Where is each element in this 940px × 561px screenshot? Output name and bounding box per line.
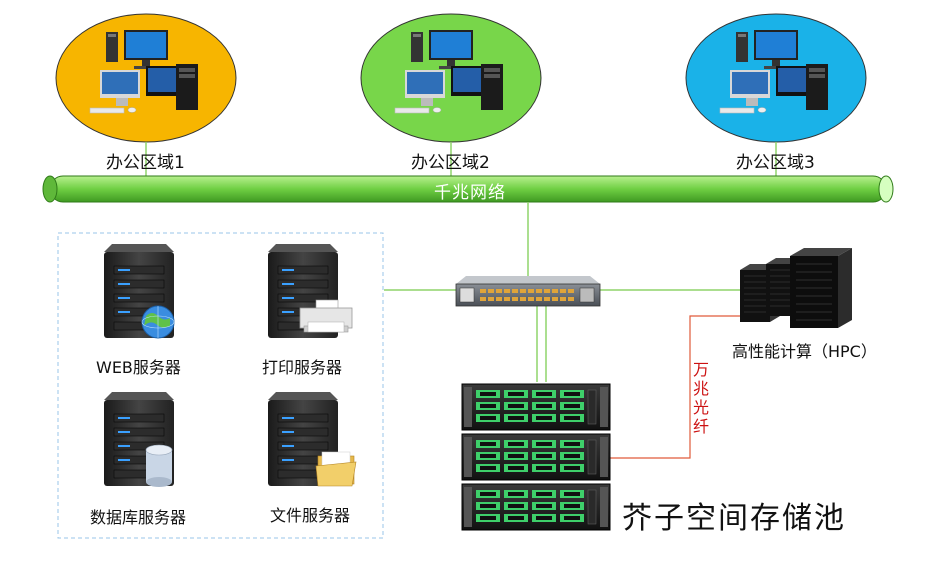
- zone-2-label: 办公区域2: [411, 153, 490, 173]
- zone-3-label: 办公区域3: [736, 153, 815, 173]
- globe-icon: [141, 305, 175, 339]
- fiber-char: 万: [692, 360, 709, 379]
- web-server-label: WEB服务器: [96, 358, 181, 377]
- storage-pool-icon: [461, 383, 611, 531]
- printer-icon: [299, 299, 353, 333]
- hpc-cluster-icon: [739, 248, 852, 328]
- fiber-char: 兆: [692, 379, 709, 398]
- gigabit-network-pipe: [42, 175, 894, 203]
- print-server-label: 打印服务器: [262, 358, 343, 377]
- network-switch-icon: [455, 276, 601, 307]
- network-label: 千兆网络: [434, 183, 506, 203]
- zone-1-label: 办公区域1: [106, 153, 185, 173]
- fiber-link: [610, 315, 740, 459]
- database-icon: [145, 444, 173, 487]
- fiber-char: 纤: [692, 417, 709, 436]
- server-area-box: [57, 232, 384, 539]
- folder-icon: [315, 451, 357, 487]
- hpc-label: 高性能计算（HPC）: [732, 342, 877, 361]
- fiber-char: 光: [692, 398, 709, 417]
- file-server-label: 文件服务器: [270, 506, 351, 525]
- database-server-label: 数据库服务器: [90, 508, 187, 527]
- fiber-label: 万 兆 光 纤: [691, 360, 711, 436]
- storage-pool-label: 芥子空间存储池: [622, 501, 846, 536]
